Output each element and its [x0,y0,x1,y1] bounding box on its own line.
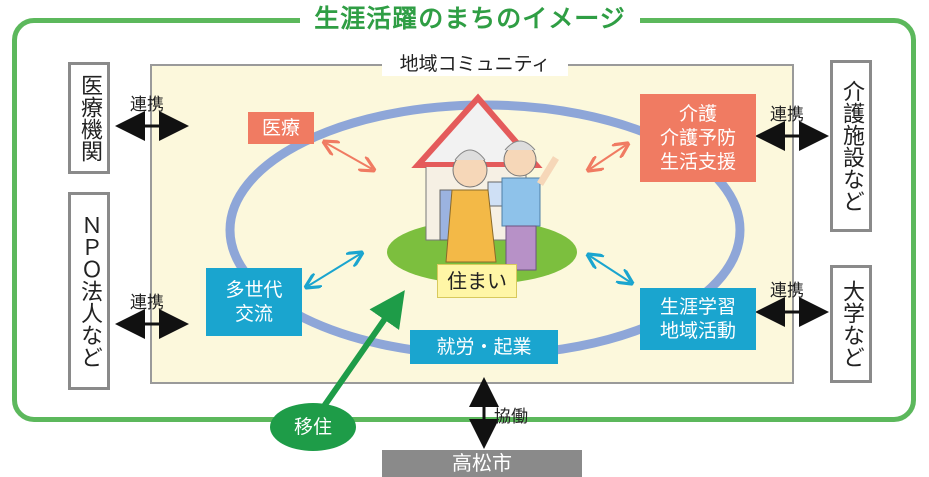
work-label: 就労・起業 [436,336,532,358]
care-box: 介護 介護予防 生活支援 [640,94,756,182]
elderly-couple-illustration [445,140,559,271]
university-box: 大学など [830,265,872,383]
arrow-migration [317,290,405,414]
link-label-care-facility: 連携 [770,105,804,125]
work-box: 就労・起業 [410,330,558,364]
learning-box: 生涯学習 地域活動 [640,288,756,350]
arrow-medical-link [326,143,372,169]
link-label-university: 連携 [770,281,804,301]
housing-label: 住まい [437,264,517,298]
hospital-box: 医療機関 [68,62,110,174]
care-line-2: 介護予防 [659,127,736,149]
link-label-hospital: 連携 [130,95,164,115]
arrow-multigen-link [308,254,360,286]
diagram-title: 生涯活躍のまちのイメージ [300,4,640,34]
learning-line-1: 生涯学習 [659,296,736,318]
arrow-care-link [590,145,626,169]
care-line-3: 生活支援 [659,151,736,173]
medical-label: 医療 [261,117,300,139]
link-label-npo: 連携 [130,293,164,313]
arrow-learning-link [590,256,630,282]
medical-box: 医療 [248,112,314,144]
care-facility-box: 介護施設など [830,60,872,232]
npo-box: ＮＰＯ法人など [68,192,110,390]
community-label: 地域コミュニティ [382,52,568,76]
multigen-line-2: 交流 [234,303,273,325]
multigen-box: 多世代 交流 [206,268,302,336]
care-line-1: 介護 [678,103,717,125]
cooperation-label: 協働 [494,407,528,427]
migration-badge: 移住 [270,403,356,451]
multigen-line-1: 多世代 [225,279,283,301]
city-box: 高松市 [382,450,582,477]
learning-line-2: 地域活動 [659,320,736,342]
